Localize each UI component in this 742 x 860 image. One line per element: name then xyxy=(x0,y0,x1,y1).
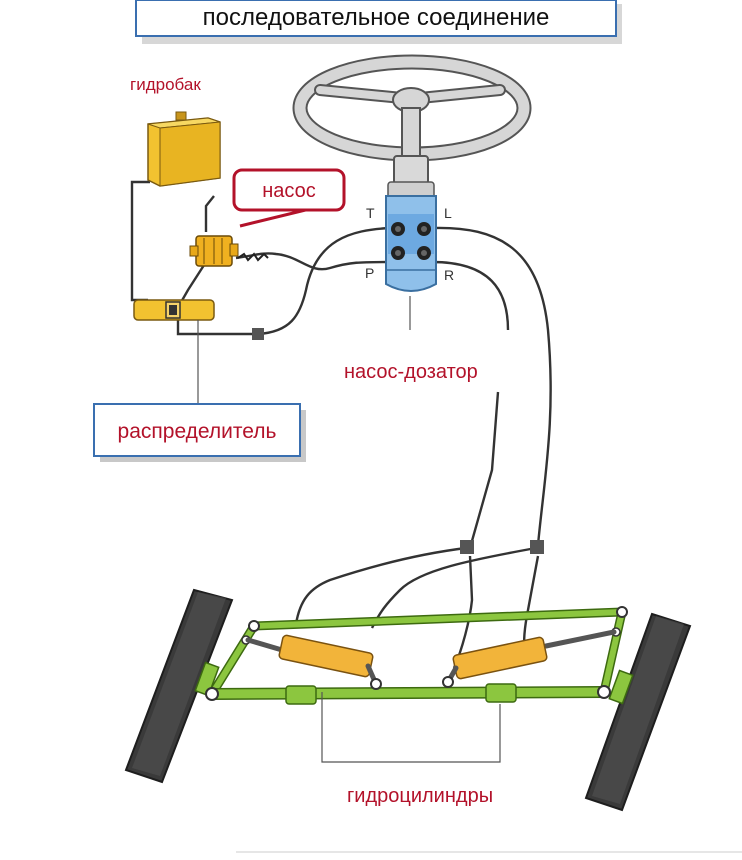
port-l-fitting xyxy=(417,222,431,236)
metering-pump-label: насос-дозатор xyxy=(344,361,478,383)
tank-label: гидробак xyxy=(130,75,201,94)
port-r-fitting xyxy=(417,246,431,260)
page-title: последовательное соединение xyxy=(203,4,550,31)
metering-pump xyxy=(385,181,437,292)
right-wheel xyxy=(584,612,692,812)
port-p-label: P xyxy=(365,265,374,281)
hose-junction-right xyxy=(530,540,544,554)
pump-label-box: насос xyxy=(232,168,346,212)
hydraulic-tank xyxy=(147,111,221,187)
hydraulic-pump xyxy=(189,235,269,267)
cylinders-label: гидроцилиндры xyxy=(347,785,493,807)
left-wheel xyxy=(124,588,234,784)
port-t-fitting xyxy=(391,222,405,236)
leader-lines xyxy=(197,204,501,763)
port-l-label: L xyxy=(444,205,452,221)
distributor-label: распределитель xyxy=(118,420,277,443)
pump-label: насос xyxy=(262,180,316,202)
port-t-label: T xyxy=(366,205,375,221)
steering-linkage xyxy=(205,606,628,705)
hose-junction-left xyxy=(460,540,474,554)
hydraulic-lines xyxy=(130,180,552,669)
port-r-label: R xyxy=(444,267,454,283)
steering-wheel xyxy=(292,54,532,185)
distributor-label-box: распределитель xyxy=(93,403,306,462)
distributor-valve xyxy=(133,299,215,321)
left-hydraulic-cylinder xyxy=(245,634,382,690)
hose-fitting xyxy=(252,328,264,340)
port-p-fitting xyxy=(391,246,405,260)
right-hydraulic-cylinder xyxy=(442,629,617,688)
title-box: последовательное соединение xyxy=(135,0,622,44)
